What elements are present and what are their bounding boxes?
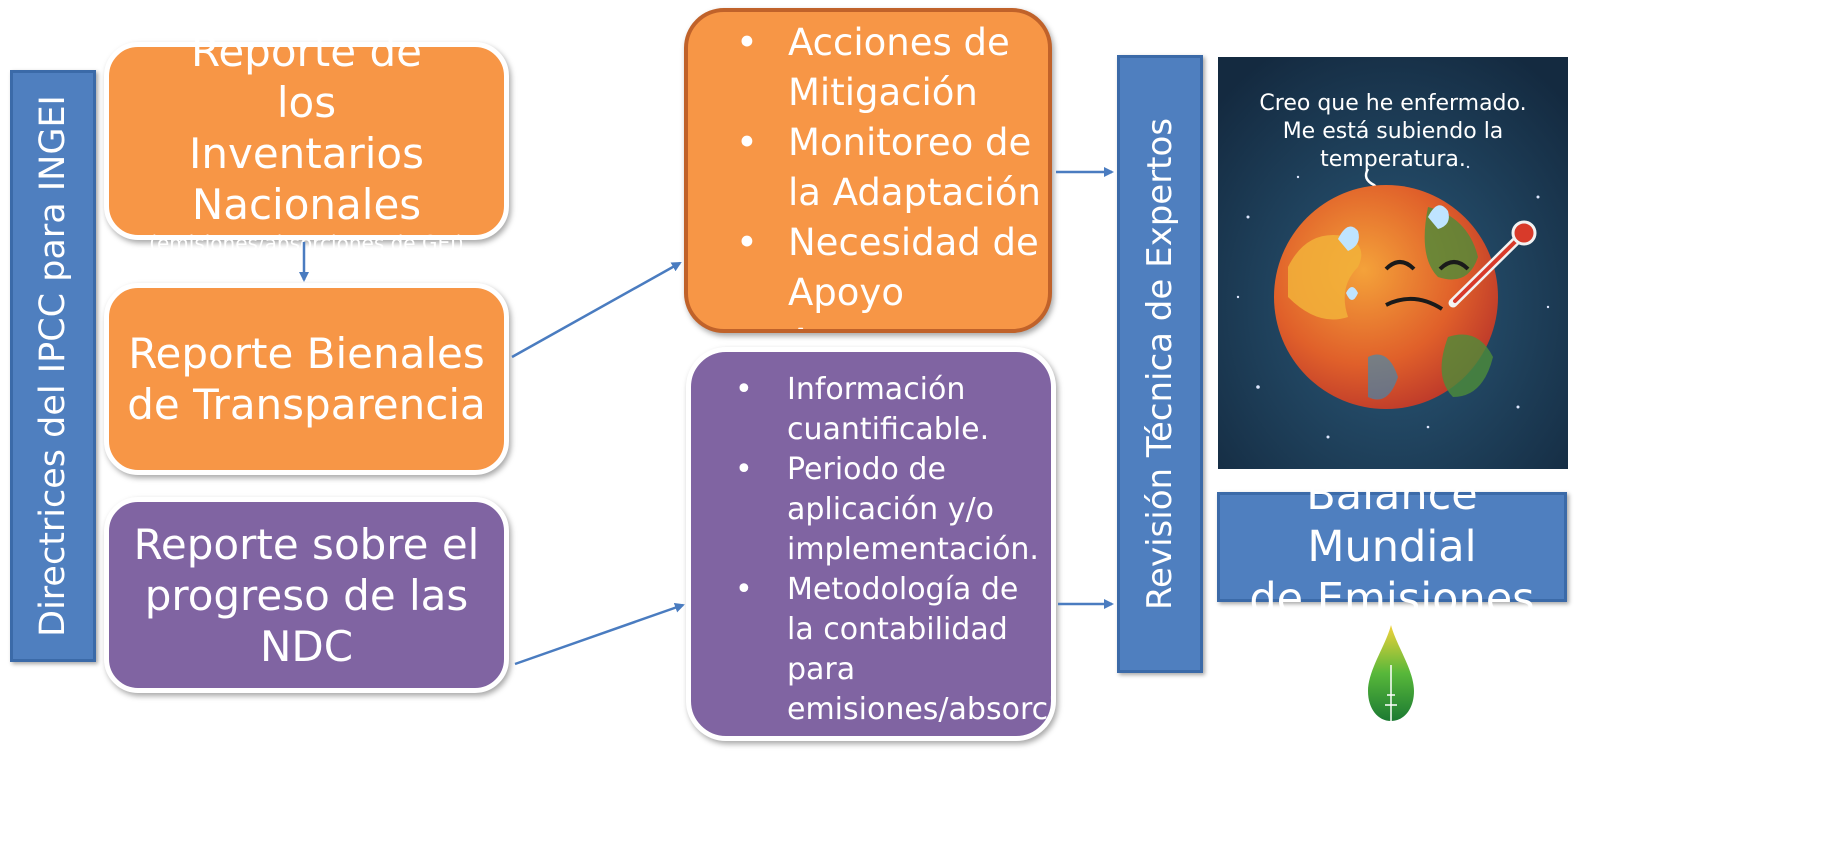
- box-inventarios: Reporte de los Inventarios Nacionales (e…: [104, 27, 509, 255]
- orange-list-item: Necesidad de Apoyo: [688, 218, 1048, 318]
- arrow-bienales-to-orange-list: [511, 261, 682, 359]
- balance-line-2: de Emisiones: [1249, 574, 1535, 624]
- orange-list-item: Apoyo ofrecido: [688, 318, 1048, 329]
- purple-list-item: Metodología de la contabilidad para emis…: [691, 570, 1051, 736]
- arrow-ndc-to-purple-list: [514, 602, 685, 666]
- purple-list-item: Periodo de aplicación y/o implementación…: [691, 450, 1051, 570]
- sick-earth-illustration: Creo que he enfermado. Me está subiendo …: [1218, 57, 1568, 469]
- orange-list-item: Acciones de Mitigación: [688, 18, 1048, 118]
- inventarios-subtitle: (emisiones/absorciones de GEI): [149, 231, 464, 255]
- ndc-title: Reporte sobre el progreso de las NDC: [133, 519, 480, 671]
- box-bienales: Reporte Bienales de Transparencia: [104, 283, 509, 475]
- cop21-leaf-logo: [1368, 625, 1414, 721]
- box-list-orange: Acciones de Mitigación Monitoreo de la A…: [684, 8, 1052, 333]
- directrices-bar: Directrices del IPCC para INGEI: [10, 70, 96, 662]
- orange-list: Acciones de Mitigación Monitoreo de la A…: [688, 18, 1048, 329]
- speech-text-1: Creo que he enfermado.: [1259, 91, 1527, 116]
- box-ndc: Reporte sobre el progreso de las NDC: [104, 497, 509, 693]
- inventarios-title: Reporte de los Inventarios Nacionales: [188, 27, 425, 229]
- purple-list: Información cuantificable. Periodo de ap…: [691, 370, 1051, 736]
- purple-list-item: Información cuantificable.: [691, 370, 1051, 450]
- stars: [1236, 165, 1550, 439]
- earth-illustration-art: [1218, 57, 1568, 469]
- bienales-title: Reporte Bienales de Transparencia: [127, 329, 486, 429]
- orange-list-item: Monitoreo de la Adaptación: [688, 118, 1048, 218]
- balance-line-1: Balance Mundial: [1306, 470, 1478, 572]
- box-list-purple: Información cuantificable. Periodo de ap…: [686, 347, 1056, 741]
- balance-box: Balance Mundial de Emisiones: [1217, 470, 1567, 624]
- revision-bar: Revisión Técnica de Expertos: [1117, 55, 1203, 673]
- speech-text-2: Me está subiendo la temperatura.: [1282, 119, 1504, 172]
